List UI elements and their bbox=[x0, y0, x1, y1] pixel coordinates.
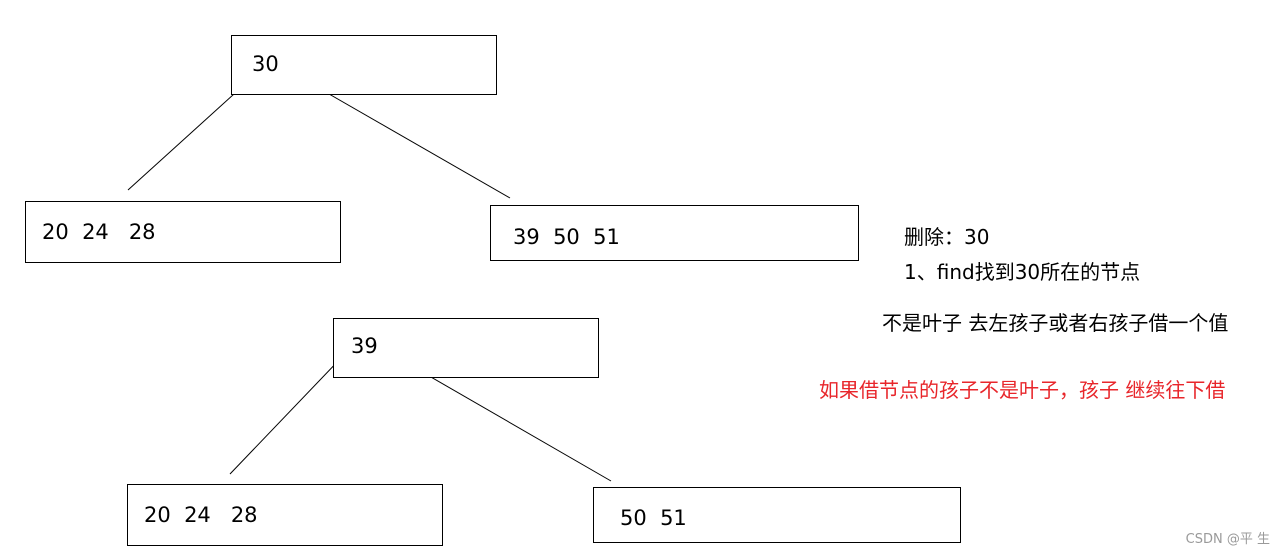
tree2-root-node: 39 bbox=[333, 318, 599, 378]
edge-tree1-root-right bbox=[295, 74, 511, 199]
tree1-left-node: 20 24 28 bbox=[25, 201, 341, 263]
edge-tree2-root-left bbox=[229, 356, 343, 475]
tree2-right-keys: 50 51 bbox=[620, 506, 687, 530]
tree1-root-node: 30 bbox=[231, 35, 497, 95]
tree2-root-keys: 39 bbox=[351, 334, 378, 358]
tree1-left-keys: 20 24 28 bbox=[42, 220, 156, 244]
tree2-right-node: 50 51 bbox=[593, 487, 961, 543]
note-warning: 如果借节点的孩子不是叶子，孩子 继续往下借 bbox=[819, 378, 1226, 402]
note-delete: 删除：30 bbox=[904, 225, 990, 249]
tree1-root-keys: 30 bbox=[252, 52, 279, 76]
tree1-right-node: 39 50 51 bbox=[490, 205, 859, 261]
tree2-left-node: 20 24 28 bbox=[127, 484, 443, 546]
tree2-left-keys: 20 24 28 bbox=[144, 503, 258, 527]
edge-tree2-root-right bbox=[397, 357, 612, 482]
watermark: CSDN @平 生 bbox=[1185, 532, 1270, 547]
tree1-right-keys: 39 50 51 bbox=[513, 225, 620, 249]
note-step1: 1、find找到30所在的节点 bbox=[904, 260, 1141, 284]
note-not-leaf: 不是叶子 去左孩子或者右孩子借一个值 bbox=[882, 311, 1229, 335]
